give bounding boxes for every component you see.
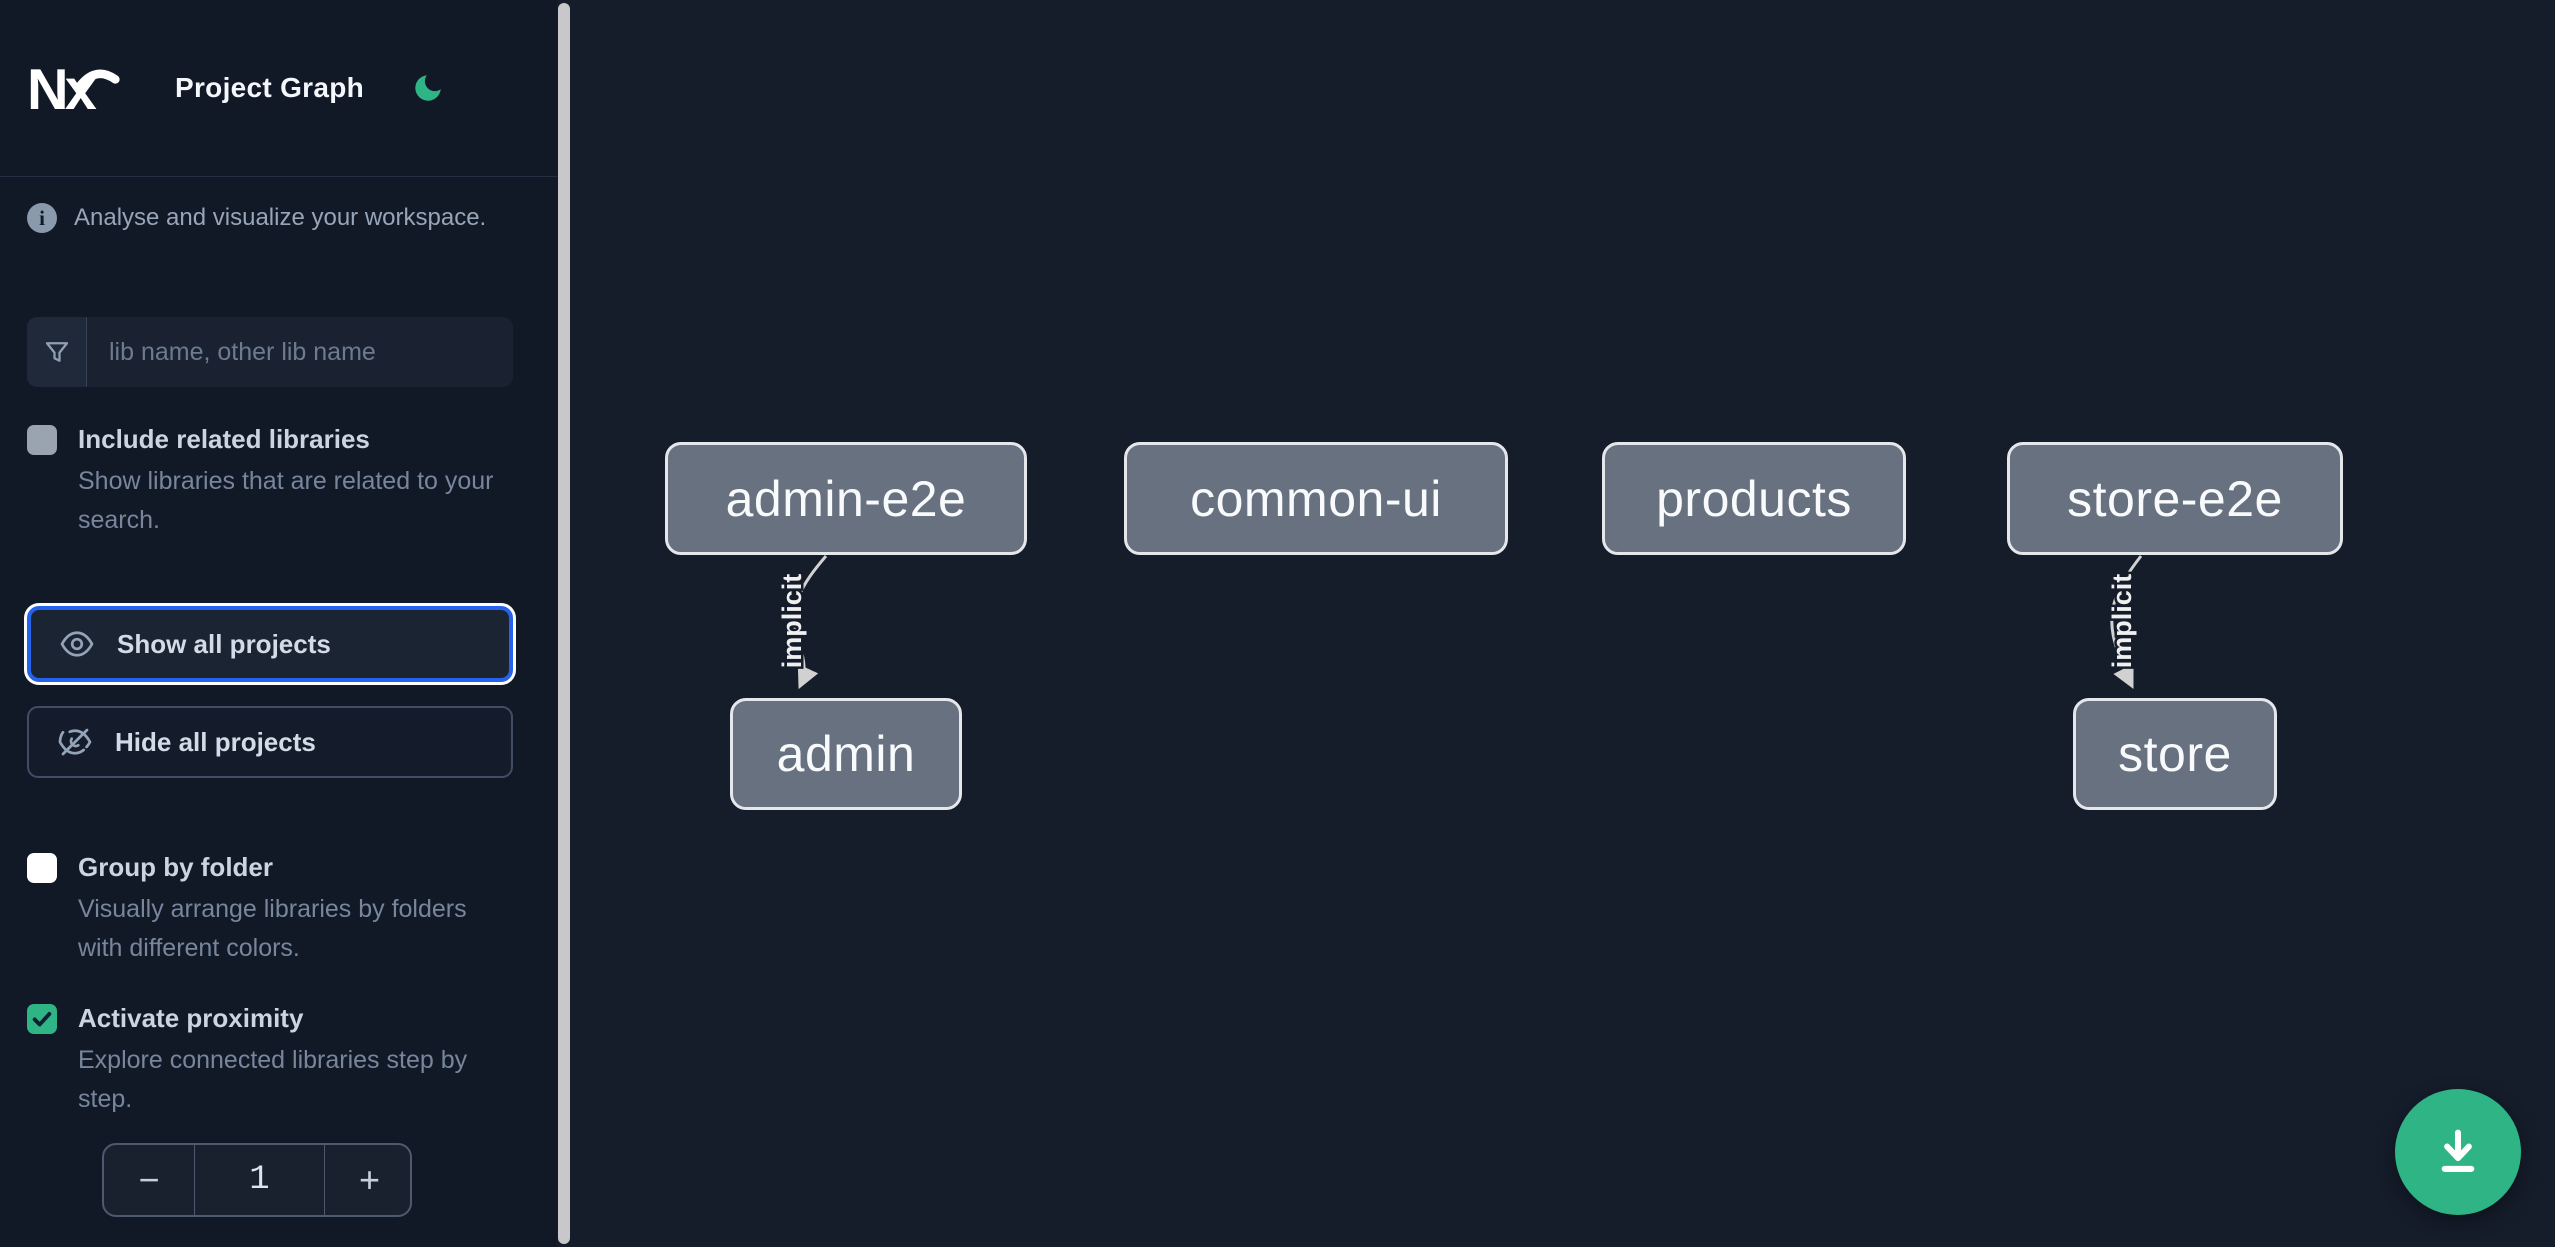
sidebar: Nx Project Graph i Analyse and visualize…: [0, 0, 557, 1247]
include-related-label: Include related libraries: [78, 424, 370, 454]
info-icon: i: [27, 203, 57, 233]
group-by-folder-label: Group by folder: [78, 852, 273, 882]
tagline-text: Analyse and visualize your workspace.: [74, 204, 487, 231]
eye-icon: [60, 631, 94, 657]
activate-proximity-description: Explore connected libraries step by step…: [78, 1046, 468, 1113]
graph-node-admin-e2e[interactable]: admin-e2e: [665, 442, 1027, 555]
edge-admin-e2e-admin: [792, 555, 828, 690]
sidebar-header: Nx Project Graph: [0, 0, 557, 177]
download-graph-button[interactable]: [2395, 1089, 2521, 1215]
filter-funnel-icon: [27, 317, 87, 387]
tagline-row: i Analyse and visualize your workspace.: [27, 203, 513, 233]
graph-node-store-e2e[interactable]: store-e2e: [2007, 442, 2343, 555]
eye-off-icon: [58, 728, 92, 756]
proximity-value[interactable]: 1: [195, 1145, 325, 1215]
hide-all-projects-label: Hide all projects: [115, 726, 316, 757]
sidebar-scrollbar-thumb[interactable]: [558, 3, 570, 1244]
search-box: [27, 317, 513, 387]
edge-store-e2e-store: [2110, 555, 2143, 690]
show-all-projects-label: Show all projects: [117, 628, 331, 659]
download-icon: [2441, 1129, 2475, 1172]
show-all-projects-button[interactable]: Show all projects: [27, 606, 513, 682]
group-by-folder-description: Visually arrange libraries by folders wi…: [78, 895, 467, 962]
toggle-include-related: Include related libraries Show libraries…: [27, 424, 513, 540]
graph-node-common-ui[interactable]: common-ui: [1124, 442, 1508, 555]
proximity-decrement-button[interactable]: −: [104, 1145, 195, 1215]
search-input[interactable]: [87, 317, 513, 387]
nx-logo-text: Nx: [27, 58, 97, 120]
include-related-checkbox[interactable]: [27, 425, 57, 455]
toggle-group-by-folder: Group by folder Visually arrange librari…: [27, 852, 513, 968]
nx-logo-swoosh: [76, 69, 120, 90]
toggle-activate-proximity: Activate proximity Explore connected lib…: [27, 1003, 513, 1119]
edge-label-implicit: implicit: [777, 574, 807, 669]
group-by-folder-checkbox[interactable]: [27, 853, 57, 883]
edge-label-implicit: implicit: [2107, 574, 2137, 669]
theme-toggle-button[interactable]: [408, 68, 448, 108]
moon-icon: [415, 75, 441, 101]
hide-all-projects-button[interactable]: Hide all projects: [27, 706, 513, 778]
check-icon: [32, 1012, 52, 1027]
graph-node-products[interactable]: products: [1602, 442, 1906, 555]
activate-proximity-label: Activate proximity: [78, 1003, 304, 1033]
graph-node-admin[interactable]: admin: [730, 698, 962, 810]
proximity-stepper: − 1 +: [102, 1143, 412, 1217]
nx-logo: Nx: [27, 58, 120, 120]
include-related-description: Show libraries that are related to your …: [78, 467, 494, 534]
page-title: Project Graph: [175, 72, 365, 103]
proximity-increment-button[interactable]: +: [325, 1145, 410, 1215]
graph-node-store[interactable]: store: [2073, 698, 2277, 810]
activate-proximity-checkbox[interactable]: [27, 1004, 57, 1034]
